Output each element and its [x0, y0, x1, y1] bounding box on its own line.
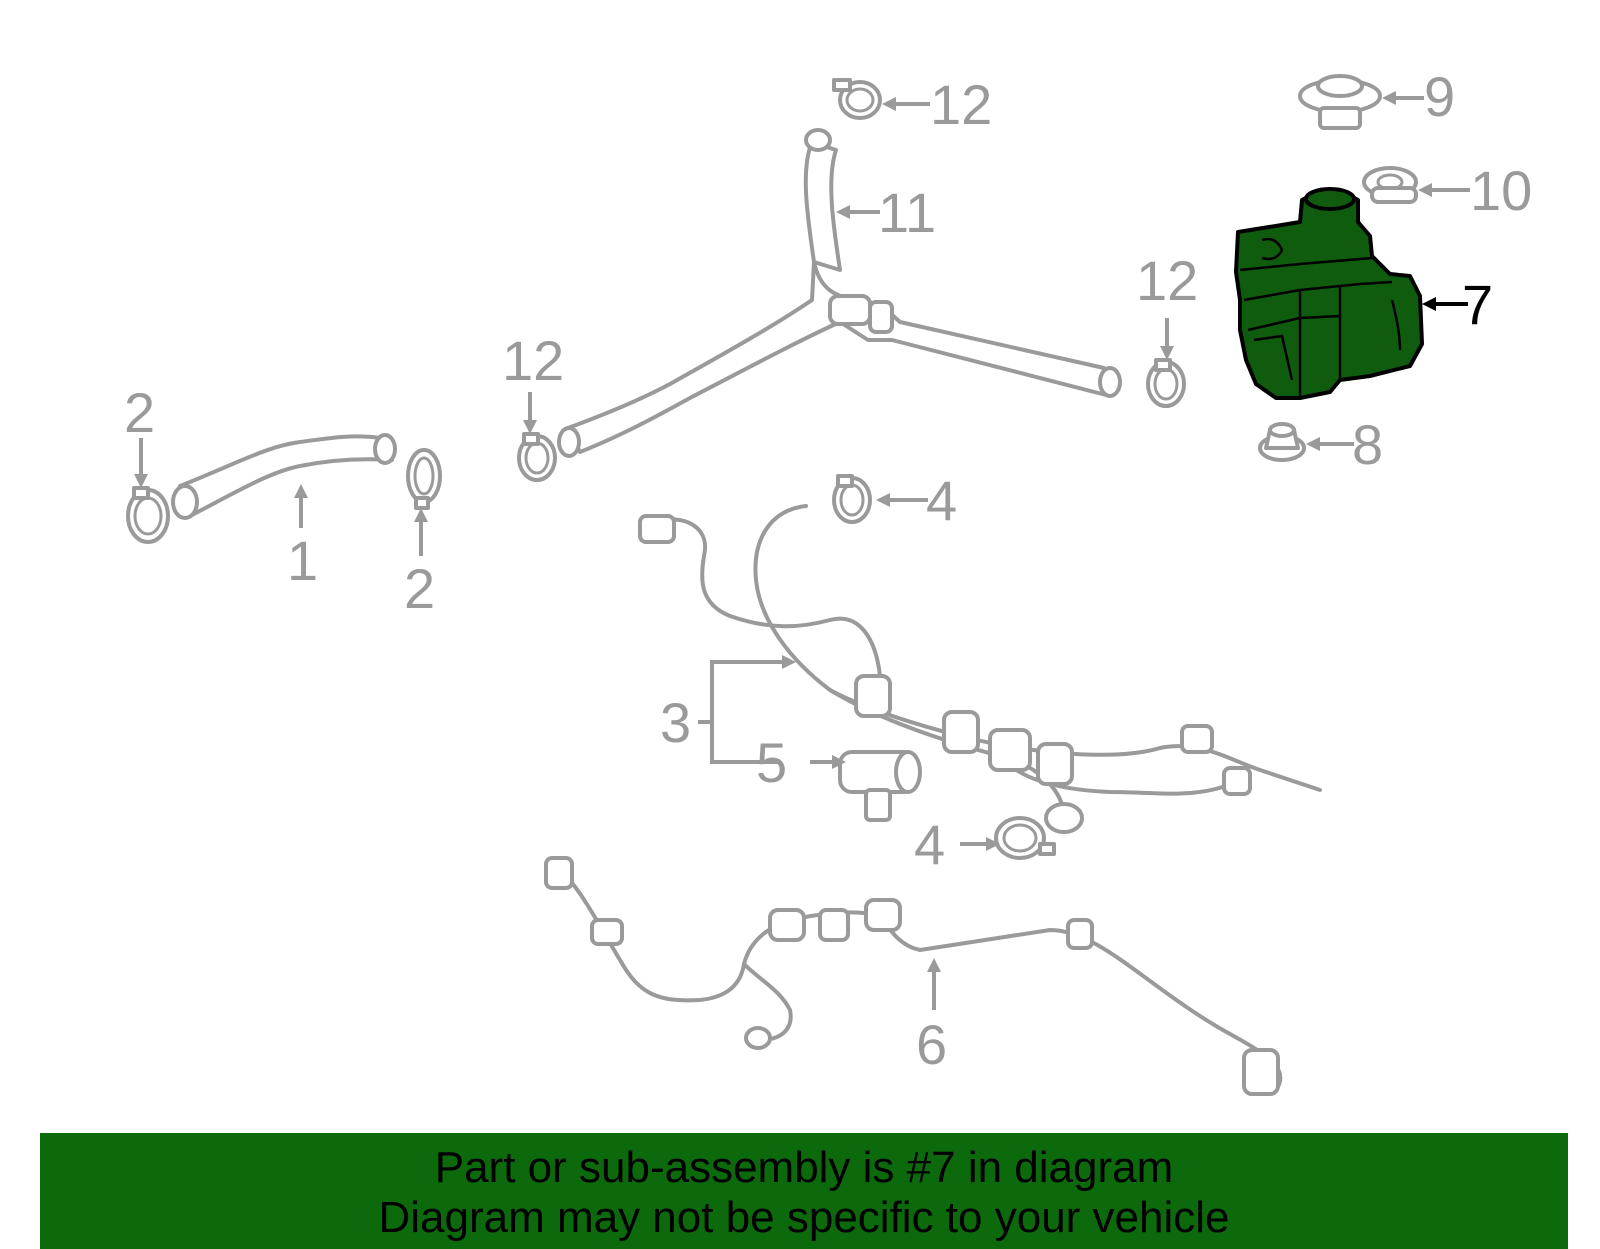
part-12-clamp-right[interactable]: [1146, 358, 1186, 408]
banner-line-part: Part or sub-assembly is #7 in diagram: [434, 1143, 1174, 1192]
part-12-clamp-top[interactable]: [832, 78, 882, 120]
callout-label-8: 8: [1352, 413, 1383, 476]
callout-label-6: 6: [916, 1013, 947, 1076]
part-4-clamp-top[interactable]: [832, 474, 872, 524]
callout-arrows: [134, 91, 1470, 1010]
info-banner: Part or sub-assembly is #7 in diagram Di…: [40, 1133, 1568, 1249]
part-1-hose[interactable]: [171, 433, 397, 520]
part-2-clamp-left[interactable]: [126, 486, 170, 544]
part-10-gasket[interactable]: [1362, 166, 1418, 204]
callout-label-3: 3: [660, 691, 691, 754]
callout-label-9: 9: [1424, 65, 1455, 128]
callout-label-2-left: 2: [124, 381, 155, 444]
callout-label-4-bottom: 4: [914, 813, 945, 876]
part-8-grommet[interactable]: [1258, 422, 1306, 462]
part-12-clamp-left[interactable]: [517, 432, 557, 482]
part-3-hose-assembly[interactable]: [638, 504, 1322, 834]
callout-label-5: 5: [756, 731, 787, 794]
part-4-clamp-bottom[interactable]: [994, 816, 1056, 860]
part-6-hose[interactable]: [544, 856, 1283, 1096]
part-5-connector[interactable]: [838, 750, 922, 822]
callout-label-12-top: 12: [930, 73, 992, 136]
callout-label-12-right: 12: [1136, 249, 1198, 312]
callout-label-7: 7: [1462, 273, 1493, 336]
part-2-clamp-right[interactable]: [406, 448, 442, 510]
callout-label-12-left: 12: [502, 329, 564, 392]
callout-label-10: 10: [1470, 159, 1532, 222]
part-11-hose[interactable]: [557, 128, 1122, 458]
part-9-cap[interactable]: [1298, 74, 1382, 130]
callout-label-2-right: 2: [404, 557, 435, 620]
part-7-coolant-reservoir[interactable]: [1234, 187, 1424, 400]
banner-line-disclaimer: Diagram may not be specific to your vehi…: [378, 1193, 1230, 1242]
callout-label-4-top: 4: [926, 469, 957, 532]
callout-label-11: 11: [878, 181, 936, 244]
callout-label-1: 1: [287, 529, 318, 592]
